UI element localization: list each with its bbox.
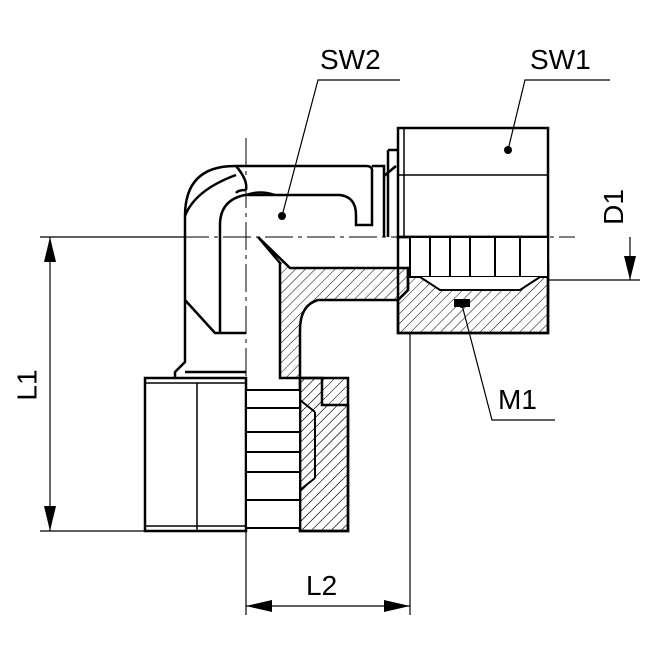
label-l2: L2 xyxy=(306,570,338,601)
centerlines xyxy=(55,138,575,610)
label-m1: M1 xyxy=(498,384,537,415)
bottom-thread-detail xyxy=(245,389,316,529)
label-sw2: SW2 xyxy=(320,44,381,75)
right-thread-detail xyxy=(409,236,549,307)
bottom-hex-nut xyxy=(143,376,248,533)
elbow-body-outline xyxy=(173,164,397,378)
dimension-lines xyxy=(40,79,640,615)
dimension-arrows xyxy=(44,146,636,612)
top-hex-nut xyxy=(386,126,550,239)
label-l1: L1 xyxy=(11,369,43,401)
label-sw1: SW1 xyxy=(530,44,591,75)
label-d1: D1 xyxy=(597,189,629,225)
